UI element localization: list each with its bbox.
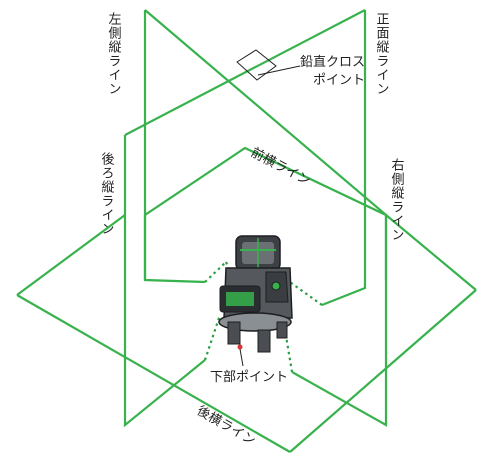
label-left-vertical: 左側縦ライン: [106, 12, 122, 96]
label-rear-horizontal: 後横ライン: [194, 403, 258, 448]
label-plumb-cross-1: 鉛直クロス: [300, 55, 365, 70]
label-front-vertical: 正面縦ライン: [374, 12, 390, 96]
left-vertical-line: [143, 9, 387, 284]
front-vertical-line: [124, 9, 367, 307]
label-front-horizontal: 前横ライン: [248, 144, 313, 189]
rear-horizontal-line: [16, 214, 477, 453]
plumb-leader-line: [257, 65, 301, 76]
label-right-vertical: 右側縦ライン: [389, 158, 405, 242]
bottom-point-leader: [239, 348, 244, 367]
rear-vertical-line: [123, 135, 206, 428]
label-bottom-point: 下部ポイント: [210, 370, 288, 385]
label-plumb-cross-2: ポイント: [313, 73, 365, 88]
label-rear-vertical: 後ろ縦ライン: [99, 152, 115, 236]
bottom-point-dot: [237, 344, 243, 350]
plumb-cross-point: [236, 49, 301, 81]
right-vertical-line: [291, 215, 388, 427]
laser-level-device: [218, 235, 293, 353]
